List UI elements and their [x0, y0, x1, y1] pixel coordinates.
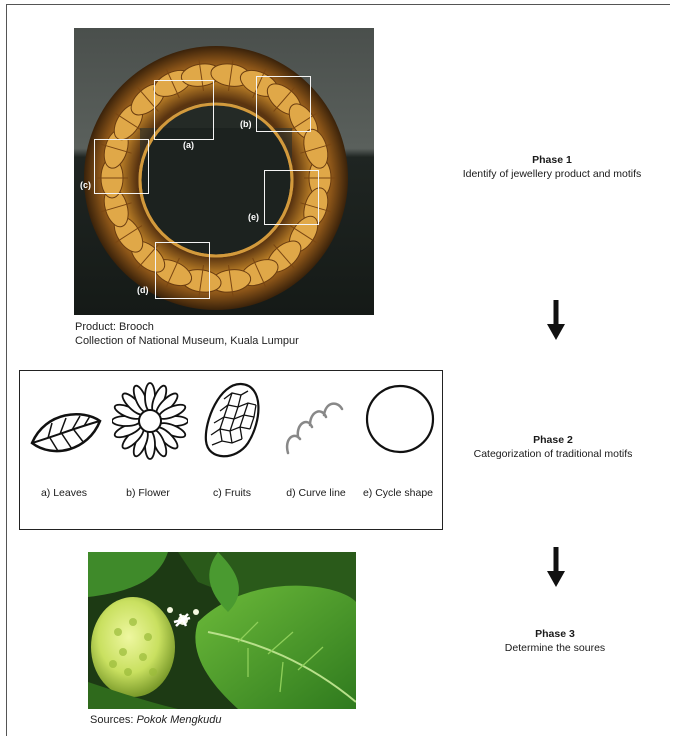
roi-box-e [264, 170, 319, 225]
brooch-caption-line1: Product: Brooch [75, 320, 299, 334]
phase3-label: Phase 3 Determine the soures [440, 627, 670, 655]
phase2-label: Phase 2 Categorization of traditional mo… [438, 433, 668, 461]
motif-label-leaves: a) Leaves [22, 487, 106, 499]
roi-label-e: (e) [248, 212, 259, 222]
motif-curve-line: d) Curve line [274, 371, 358, 531]
motif-leaves: a) Leaves [22, 371, 106, 531]
motif-cycle-shape: e) Cycle shape [356, 371, 440, 531]
motif-label-curve-line: d) Curve line [274, 487, 358, 499]
phase1-label: Phase 1 Identify of jewellery product an… [437, 153, 667, 181]
roi-label-b: (b) [240, 119, 252, 129]
leaf-icon [28, 403, 104, 463]
arrow-down-icon [544, 300, 568, 340]
flower-icon [112, 381, 188, 461]
fruit-icon [196, 381, 272, 461]
circle-shape-icon [362, 377, 438, 457]
source-caption-prefix: Sources: [90, 714, 136, 726]
motif-label-cycle-shape: e) Cycle shape [356, 487, 440, 499]
brooch-caption-line2: Collection of National Museum, Kuala Lum… [75, 334, 299, 348]
roi-box-c [94, 139, 149, 194]
roi-box-b [256, 76, 311, 132]
motif-label-fruits: c) Fruits [190, 487, 274, 499]
phase3-title: Phase 3 [440, 627, 670, 641]
brooch-caption: Product: Brooch Collection of National M… [75, 320, 299, 348]
curve-line-icon [280, 391, 356, 461]
phase2-title: Phase 2 [438, 433, 668, 447]
source-caption: Sources: Pokok Mengkudu [90, 713, 221, 727]
roi-label-c: (c) [80, 180, 91, 190]
roi-box-a [154, 80, 214, 140]
phase2-description: Categorization of traditional motifs [474, 448, 633, 460]
source-caption-name: Pokok Mengkudu [136, 714, 221, 726]
phase3-description: Determine the soures [505, 642, 605, 654]
motif-categories-box: a) Leaves b) Flower c) Fruits d) Curve l… [19, 370, 443, 530]
roi-label-a: (a) [183, 140, 194, 150]
roi-label-d: (d) [137, 285, 149, 295]
motif-fruits: c) Fruits [190, 371, 274, 531]
mengkudu-photo [88, 552, 356, 709]
motif-label-flower: b) Flower [106, 487, 190, 499]
motif-flower: b) Flower [106, 371, 190, 531]
phase1-description: Identify of jewellery product and motifs [463, 168, 642, 180]
phase1-title: Phase 1 [437, 153, 667, 167]
arrow-down-icon [544, 547, 568, 587]
roi-box-d [155, 242, 210, 299]
